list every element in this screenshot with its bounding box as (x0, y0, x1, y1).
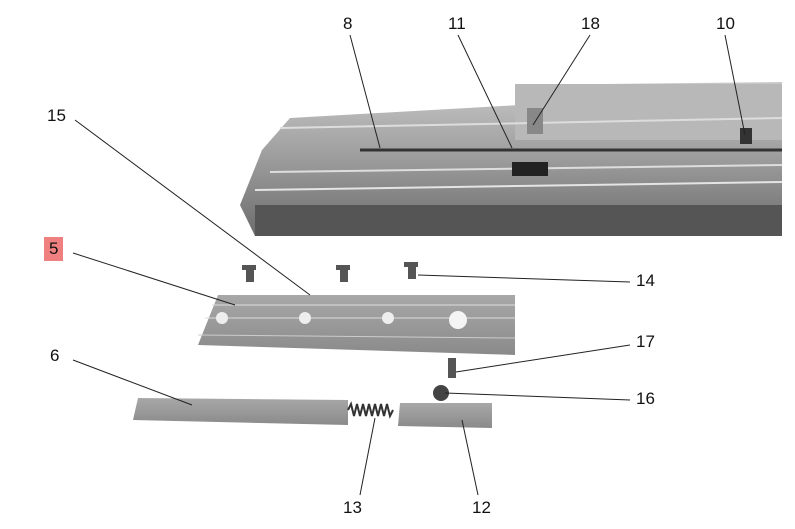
part-5-plate (197, 295, 516, 355)
callout-15: 15 (47, 106, 66, 125)
callout-5-highlighted: 5 (44, 237, 64, 261)
callout-11: 11 (448, 14, 466, 33)
callout-10: 10 (716, 14, 735, 33)
callout-8: 8 (343, 14, 353, 33)
screws (242, 262, 456, 401)
callout-12: 12 (472, 498, 491, 517)
callout-16: 16 (636, 389, 655, 408)
callout-17: 17 (636, 332, 655, 351)
rail-assembly (240, 82, 783, 236)
callout-13: 13 (343, 498, 362, 517)
spring (347, 401, 394, 419)
part-6-bar (133, 398, 348, 425)
callout-18: 18 (581, 14, 600, 33)
leader-lines (72, 34, 746, 496)
part-12-block (398, 403, 492, 428)
callout-14: 14 (636, 271, 655, 290)
callout-6: 6 (50, 346, 60, 365)
